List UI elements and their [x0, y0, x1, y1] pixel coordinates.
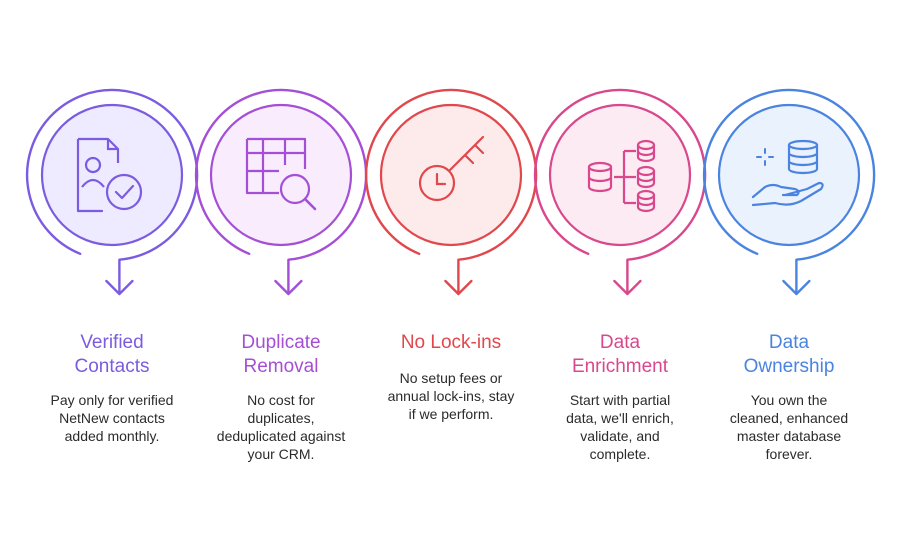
clock-key-icon [418, 135, 485, 202]
description-line: your CRM. [247, 446, 315, 462]
step-arc-connector [194, 88, 368, 295]
title-line: Removal [243, 356, 319, 377]
table-search-icon [245, 137, 317, 211]
step-circle [209, 103, 353, 247]
title-line: Contacts [74, 356, 150, 377]
description-line: You own the [750, 392, 828, 408]
title-line: Ownership [743, 356, 835, 377]
step-circle [548, 103, 692, 247]
step-3-title: No Lock-ins [366, 331, 536, 355]
description-line: duplicates, [247, 410, 315, 426]
database-hand-icon [751, 139, 824, 207]
step-arc-connector [364, 88, 538, 295]
description-line: NetNew contacts [59, 410, 165, 426]
step-arc-connector [702, 88, 876, 295]
arrow-down-icon [444, 279, 473, 296]
description-line: Pay only for verified [50, 392, 174, 408]
title-line: Verified [80, 332, 144, 353]
arrow-down-icon [613, 279, 642, 296]
arrow-down-icon [105, 279, 134, 296]
step-4-description: Start with partial data, we'll enrich, val… [540, 391, 700, 463]
description-line: No cost for [247, 392, 315, 408]
description-line: master database [736, 428, 842, 444]
description-line: deduplicated against [216, 428, 346, 444]
step-3-graphic [364, 88, 538, 296]
description-line: validate, and [580, 428, 660, 444]
step-arc-connector [533, 88, 707, 295]
step-2-graphic [194, 88, 368, 296]
step-4-graphic [533, 88, 707, 296]
description-line: forever. [765, 446, 813, 462]
verified-contact-icon [76, 137, 143, 213]
description-line: Start with partial [569, 392, 671, 408]
description-line: if we perform. [408, 406, 494, 422]
description-line: annual lock-ins, stay [387, 388, 515, 404]
title-line: Data [599, 332, 641, 353]
description-line: complete. [589, 446, 651, 462]
arrow-down-icon [274, 279, 303, 296]
title-line: Data [768, 332, 810, 353]
step-5-description: You own the cleaned, enhanced master datab… [709, 391, 869, 463]
description-line: added monthly. [64, 428, 160, 444]
title-line: Enrichment [571, 356, 669, 377]
description-line: cleaned, enhanced [729, 410, 849, 426]
step-circle [717, 103, 861, 247]
database-branch-icon [587, 139, 656, 213]
description-line: data, we'll enrich, [566, 410, 674, 426]
arrow-down-icon [782, 279, 811, 296]
step-3-description: No setup fees or annual lock-ins, stay if … [371, 369, 531, 423]
step-5-graphic [702, 88, 876, 296]
description-line: No setup fees or [399, 370, 503, 386]
title-line: No Lock-ins [400, 332, 502, 353]
step-2-description: No cost for duplicates, deduplicated again… [201, 391, 361, 463]
step-1-graphic [25, 88, 199, 296]
step-circle [40, 103, 184, 247]
title-line: Duplicate [241, 332, 321, 353]
step-arc-connector [25, 88, 199, 295]
